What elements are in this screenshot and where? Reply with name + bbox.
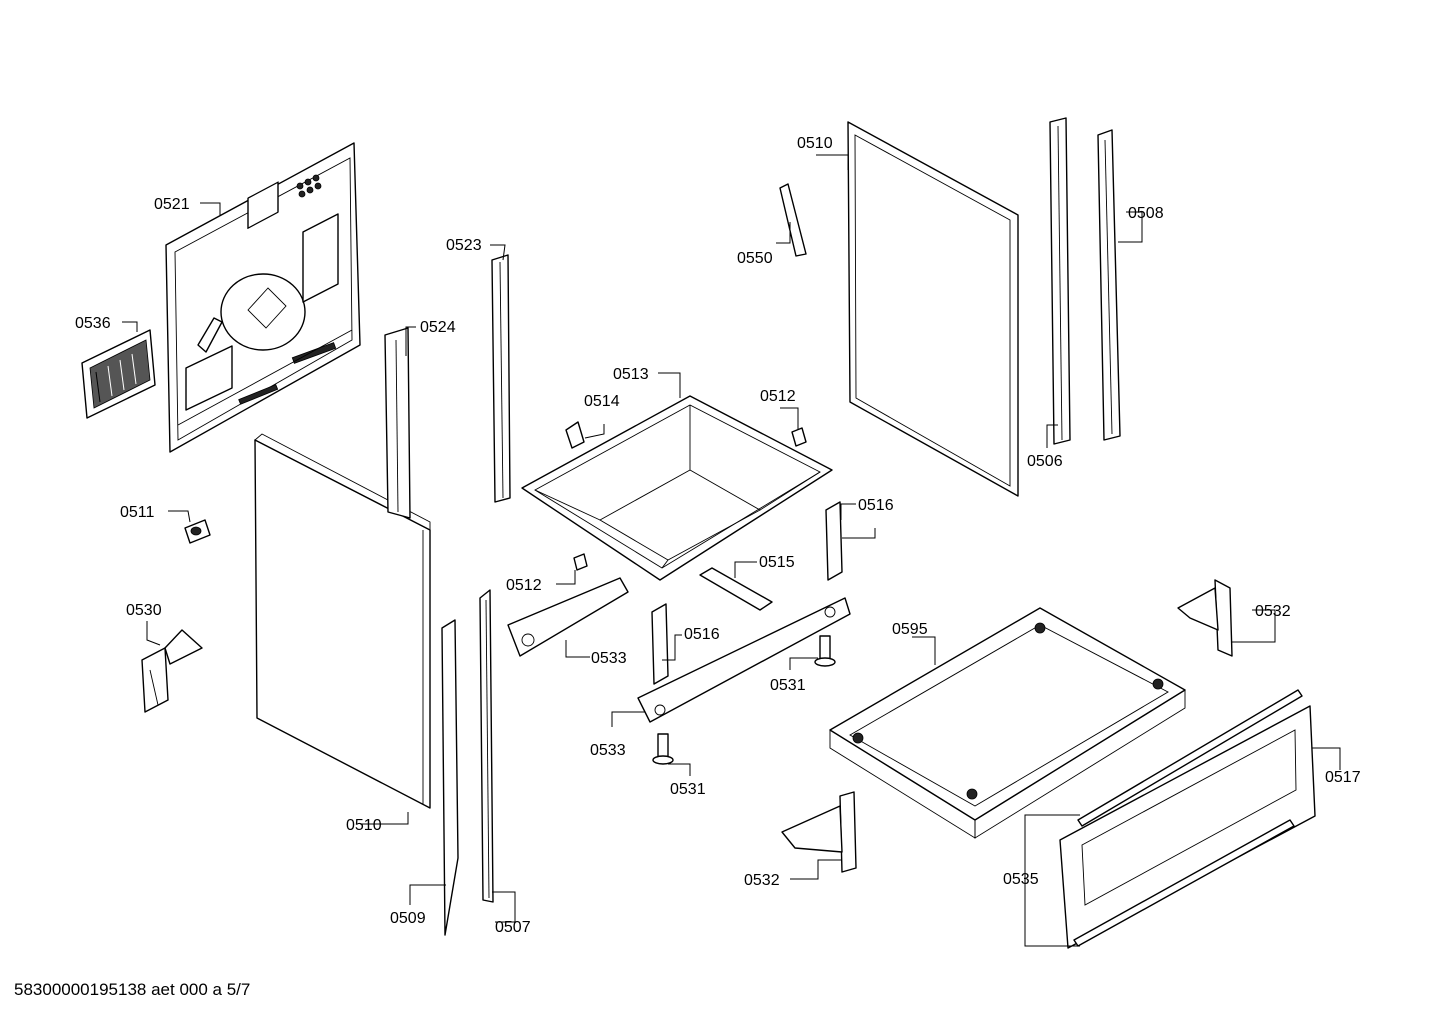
leader-lines — [122, 154, 1341, 947]
label-0514: 0514 — [584, 393, 620, 410]
label-0533-lower: 0533 — [590, 742, 626, 759]
label-0509: 0509 — [390, 910, 426, 927]
label-0532-lower: 0532 — [744, 872, 780, 889]
label-0513: 0513 — [613, 366, 649, 383]
label-0530: 0530 — [126, 602, 162, 619]
label-0516-lower: 0516 — [684, 626, 720, 643]
label-0532-upper: 0532 — [1255, 603, 1291, 620]
callout-labels: 0521 0536 0511 0530 0523 0524 0510 0509 … — [75, 135, 1361, 936]
label-0508: 0508 — [1128, 205, 1164, 222]
label-0533-upper: 0533 — [591, 650, 627, 667]
part-0510-right-side-panel — [847, 121, 1019, 497]
part-0536-vent-grill — [81, 329, 156, 419]
part-0521-back-panel — [165, 142, 361, 453]
part-0532-bracket-lower — [781, 791, 857, 873]
part-0517-drawer-front — [1059, 705, 1316, 949]
part-0532-bracket-upper — [1177, 579, 1233, 657]
part-0508-vertical-rail — [1097, 129, 1121, 441]
part-0533-rail-lower — [637, 597, 851, 723]
part-0516-hinge-lower — [651, 603, 669, 685]
label-0511: 0511 — [120, 504, 155, 521]
label-0550: 0550 — [737, 250, 773, 267]
part-0535-strip-lower — [1073, 819, 1295, 947]
label-0531-lower: 0531 — [670, 781, 706, 798]
part-0507-vertical-rail — [479, 589, 494, 903]
part-0535-strip-upper — [1077, 689, 1303, 827]
part-0524-vertical-rail — [384, 327, 411, 519]
label-0536: 0536 — [75, 315, 111, 332]
label-0521: 0521 — [154, 196, 190, 213]
part-0506-vertical-rail — [1049, 117, 1071, 445]
part-0510-left-side-panel — [254, 433, 431, 809]
part-0509-front-strip — [441, 619, 459, 936]
part-0533-rail-upper — [507, 577, 629, 657]
part-0512-clip-lower — [573, 553, 588, 571]
part-0511-clip — [184, 519, 211, 544]
label-0515: 0515 — [759, 554, 795, 571]
part-0595-base-frame — [829, 607, 1186, 839]
label-0595: 0595 — [892, 621, 928, 638]
part-0515-cross-rail — [699, 567, 773, 611]
label-0512-lower: 0512 — [506, 577, 542, 594]
part-0514-clip — [565, 421, 585, 449]
label-0512-upper: 0512 — [760, 388, 796, 405]
label-0531-upper: 0531 — [770, 677, 806, 694]
part-0550-bracket — [779, 183, 807, 257]
label-0516-upper: 0516 — [858, 497, 894, 514]
part-0530-bracket — [141, 629, 203, 713]
label-0506: 0506 — [1027, 453, 1063, 470]
part-0523-vertical-rail — [491, 254, 511, 503]
part-0531-foot-upper — [814, 635, 836, 667]
label-0510-right: 0510 — [797, 135, 833, 152]
document-id-footer: 58300000195138 aet 000 a 5/7 — [14, 980, 251, 999]
part-0512-clip-upper — [791, 427, 807, 447]
label-0523: 0523 — [446, 237, 482, 254]
part-0531-foot-lower — [652, 733, 674, 765]
label-0517: 0517 — [1325, 769, 1361, 786]
label-0510-left: 0510 — [346, 817, 382, 834]
label-0535: 0535 — [1003, 871, 1039, 888]
part-0516-hinge-upper — [825, 501, 843, 581]
part-0513-tray — [521, 395, 833, 581]
label-0507: 0507 — [495, 919, 531, 936]
label-0524: 0524 — [420, 319, 456, 336]
